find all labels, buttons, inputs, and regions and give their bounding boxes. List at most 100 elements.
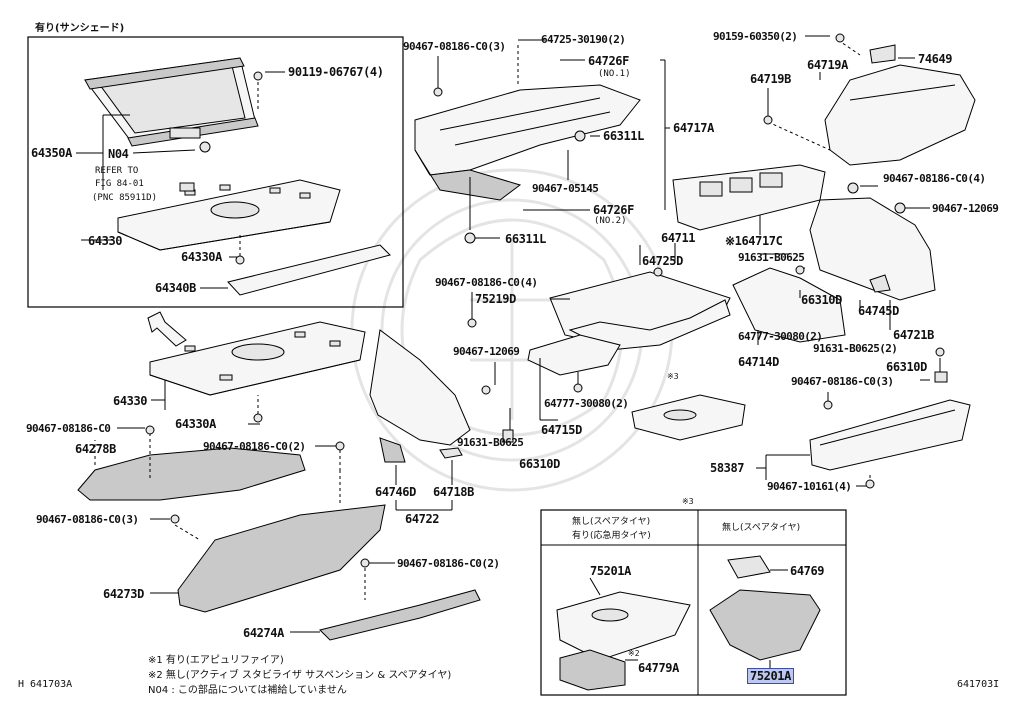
part-label-64711[interactable]: 64711 (661, 231, 696, 245)
right-side-trim-drawing (809, 197, 936, 301)
options-right-header: 無し(スペアタイヤ) (722, 523, 801, 533)
part-label-58387[interactable]: 58387 (710, 461, 745, 475)
part-label-64330-top[interactable]: 64330 (88, 234, 123, 248)
note-no1: (NO.1) (598, 69, 631, 79)
part-label-N04: N04 (108, 147, 129, 161)
part-label-64330-mid[interactable]: 64330 (113, 394, 148, 408)
part-label-64719B[interactable]: 64719B (750, 72, 791, 86)
leaders-top-left (76, 71, 285, 289)
part-label-90159[interactable]: 90159-60350(2) (713, 30, 798, 43)
leaders-mat (471, 243, 676, 320)
part-label-164717C[interactable]: ※164717C (725, 234, 783, 248)
part-label-90467-c4-a[interactable]: 90467-08186-C0(4) (883, 172, 986, 185)
part-label-90467-12069-b[interactable]: 90467-12069 (453, 345, 520, 358)
leaders-mid-left (94, 380, 395, 633)
part-label-64777-b[interactable]: 64777-30080(2) (544, 397, 629, 410)
part-label-64330A-top[interactable]: 64330A (181, 250, 222, 264)
options-left-header-2: 有り(応急用タイヤ) (572, 531, 651, 541)
sunshade-box-title: 有り(サンシェード) (35, 23, 125, 34)
quarter-trim-drawing (824, 44, 976, 166)
part-label-90467-12069-a[interactable]: 90467-12069 (932, 202, 999, 215)
part-label-64273D[interactable]: 64273D (103, 587, 144, 601)
part-label-75219D[interactable]: 75219D (475, 292, 516, 306)
part-label-90467-c0[interactable]: 90467-08186-C0 (26, 422, 111, 435)
part-label-90467-c2-a[interactable]: 90467-08186-C0(2) (203, 440, 306, 453)
side-trim-drawing (369, 329, 471, 463)
sill-plate-drawing (809, 399, 971, 471)
part-label-64779A[interactable]: 64779A (638, 661, 679, 675)
part-label-90467-c2-b[interactable]: 90467-08186-C0(2) (397, 557, 500, 570)
package-tray-mid-drawing (149, 321, 366, 396)
part-label-64719A[interactable]: 64719A (807, 58, 848, 72)
part-label-64715D[interactable]: 64715D (541, 423, 582, 437)
part-label-64726F-a[interactable]: 64726F (588, 54, 629, 68)
mark-2: ※2 (628, 649, 640, 658)
sub-mat-drawing (527, 334, 621, 376)
part-label-64714D[interactable]: 64714D (738, 355, 779, 369)
part-label-75201A-highlighted[interactable]: 75201A (747, 668, 794, 684)
mark-3-b: ※3 (682, 497, 694, 506)
mark-3-a: ※3 (667, 372, 679, 381)
part-label-91631-b0625-b[interactable]: 91631-B0625 (457, 436, 524, 449)
figure-id-left: H 641703A (18, 679, 73, 690)
part-label-64726F-b[interactable]: 64726F (593, 203, 634, 217)
upper-back-panel-drawing (414, 84, 641, 201)
part-label-75201A-a[interactable]: 75201A (590, 564, 631, 578)
part-label-64725[interactable]: 64725-30190(2) (541, 33, 626, 46)
part-label-90467-c3-c[interactable]: 90467-08186-C0(3) (36, 513, 139, 526)
part-label-64340B[interactable]: 64340B (155, 281, 196, 295)
part-label-64722[interactable]: 64722 (405, 512, 440, 526)
package-tray-top-drawing (117, 179, 341, 251)
lid-64769-drawing (727, 555, 771, 579)
block-64779A-drawing (559, 649, 626, 691)
deck-trim-drawing (319, 589, 481, 641)
deck-side-drawing (732, 267, 846, 343)
part-label-64278B[interactable]: 64278B (75, 442, 116, 456)
figure-id-right: 641703I (957, 679, 1000, 690)
part-label-64745D[interactable]: 64745D (858, 304, 899, 318)
part-label-90119[interactable]: 90119-06767(4) (288, 65, 384, 79)
part-label-91631-b0625-a[interactable]: 91631-B0625 (738, 251, 805, 264)
part-label-90467-c3-b[interactable]: 90467-08186-C0(3) (791, 375, 894, 388)
part-label-64718B[interactable]: 64718B (433, 485, 474, 499)
part-label-90467-c4-b[interactable]: 90467-08186-C0(4) (435, 276, 538, 289)
part-label-64746D[interactable]: 64746D (375, 485, 416, 499)
deck-board-drawing (177, 504, 386, 613)
part-label-64769[interactable]: 64769 (790, 564, 825, 578)
part-label-66311L-b[interactable]: 66311L (505, 232, 546, 246)
part-label-74649[interactable]: 74649 (918, 52, 953, 66)
part-label-66311L-a[interactable]: 66311L (603, 129, 644, 143)
refer-text-2[interactable]: FIG 84-01 (95, 179, 144, 189)
luggage-mat-drawing (549, 271, 731, 351)
duct-drawing (672, 164, 826, 231)
refer-text-3: (PNC 85911D) (92, 193, 158, 203)
spare-tire-options-box (540, 509, 847, 696)
view-arrow-icon (147, 311, 187, 347)
part-label-64717A[interactable]: 64717A (673, 121, 714, 135)
leaders-right-side (859, 185, 930, 330)
refer-text-1: REFER TO (95, 166, 139, 176)
floor-mat-drawing (77, 447, 306, 501)
part-label-64350A[interactable]: 64350A (31, 146, 72, 160)
part-label-90467-10161[interactable]: 90467-10161(4) (767, 480, 852, 493)
options-left-header-1: 無し(スペアタイヤ) (572, 517, 651, 527)
part-label-64274A[interactable]: 64274A (243, 626, 284, 640)
note-no2: (NO.2) (594, 216, 627, 226)
luggage-tray-a-drawing (556, 591, 691, 661)
footnote-2: ※2 無し(アクティブ スタビライザ サスペンション & スペアタイヤ) (148, 670, 452, 681)
sunshade-variant-box (27, 36, 404, 308)
part-label-90467-c3-a[interactable]: 90467-08186-C0(3) (403, 40, 506, 53)
part-label-91631-b0625-2[interactable]: 91631-B0625(2) (813, 342, 898, 355)
part-label-64330A-mid[interactable]: 64330A (175, 417, 216, 431)
part-label-66310D-b[interactable]: 66310D (886, 360, 927, 374)
part-label-64725D[interactable]: 64725D (642, 254, 683, 268)
part-label-90467-05145[interactable]: 90467-05145 (532, 182, 599, 195)
part-label-66310D-c[interactable]: 66310D (519, 457, 560, 471)
part-label-64777-a[interactable]: 64777-30080(2) (738, 330, 823, 343)
part-label-66310D-a[interactable]: 66310D (801, 293, 842, 307)
footnote-3: N04 : この部品については補給していません (148, 685, 347, 696)
part-label-64721B[interactable]: 64721B (893, 328, 934, 342)
footnote-1: ※1 有り(エアピュリファイア) (148, 655, 284, 666)
